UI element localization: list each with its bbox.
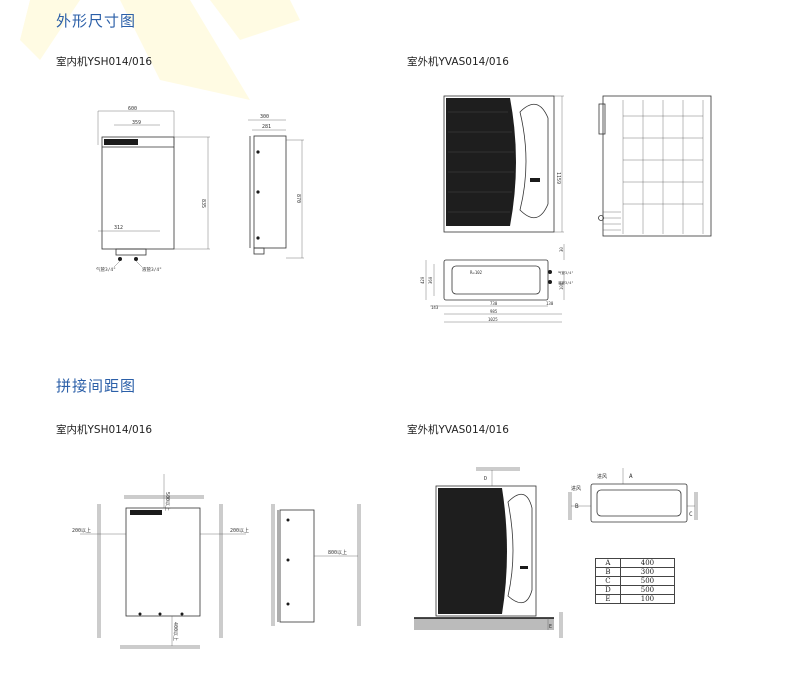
dim-depth-height: 870	[295, 194, 301, 203]
dim-bottom: 312	[114, 225, 123, 231]
indoor-clearance-side: 800以上	[271, 504, 361, 626]
indoor-unit-label: 室内机YSH014/016	[56, 56, 153, 68]
indoor-clearance-front: 500以上 200以上 200以上 400以上	[72, 474, 249, 649]
dim-143: 143	[431, 305, 439, 310]
section-title-dimensions: 外形尺寸图	[56, 12, 137, 30]
pipe-liquid-label: 液管3/4"	[142, 266, 162, 273]
dim-730: 730	[490, 301, 498, 306]
indoor-unit-label-2: 室内机YSH014/016	[56, 424, 153, 436]
letter-e: E	[549, 624, 552, 630]
outdoor-front-drawing: 1159	[443, 95, 564, 233]
pipe-gas-label: 气管3/4"	[96, 266, 116, 273]
dim-depth-inner: 281	[262, 124, 271, 130]
outdoor-clearance-front: D E	[414, 467, 563, 638]
dim-depth: 300	[260, 114, 269, 120]
dim-1025: 1025	[488, 317, 498, 322]
clear-bottom: 400以上	[172, 622, 179, 641]
inlet-top-label: 进风	[597, 473, 607, 480]
dim-30: 30	[559, 247, 564, 252]
section-title-spacing: 拼接间距图	[56, 377, 137, 395]
letter-a: A	[629, 473, 633, 480]
dim-outdoor-height: 1159	[555, 172, 561, 184]
outdoor-unit-label: 室外机YVAS014/016	[407, 56, 509, 68]
inlet-left-label: 进风	[571, 485, 581, 492]
clear-top: 500以上	[164, 492, 171, 511]
dim-height: 835	[200, 199, 206, 208]
indoor-side-drawing: 300 281 870	[248, 114, 304, 259]
dim-top-hole: 359	[132, 120, 141, 126]
clear-front: 800以上	[328, 549, 347, 556]
letter-c: C	[689, 511, 693, 518]
letter-d: D	[484, 476, 487, 482]
dim-100: 100	[559, 282, 564, 290]
outdoor-pipe-gas: 气管3/4"	[558, 270, 573, 275]
clear-right: 200以上	[230, 527, 249, 534]
outdoor-side-drawing	[598, 95, 712, 237]
letter-b: B	[575, 503, 579, 510]
outdoor-clearance-top: 进风 进风 A B C	[568, 468, 698, 523]
yellow-watermark	[20, 0, 300, 100]
outdoor-pipe-liquid: 液管3/4"	[558, 280, 573, 285]
dim-985: 985	[490, 309, 498, 314]
clear-left: 200以上	[72, 527, 91, 534]
indoor-front-drawing: 600 359 835 312 气管3/4" 液管3/4"	[96, 106, 210, 273]
dim-420: 420	[420, 276, 425, 284]
outdoor-top-drawing: R=102 气管3/4" 液管3/4" 420 360 30 100 143 7…	[420, 244, 573, 323]
dim-130: 130	[546, 301, 554, 306]
dim-360: 360	[428, 276, 433, 284]
outdoor-unit-label-2: 室外机YVAS014/016	[407, 424, 509, 436]
dim-width: 600	[128, 106, 137, 112]
dim-r102: R=102	[470, 270, 483, 275]
